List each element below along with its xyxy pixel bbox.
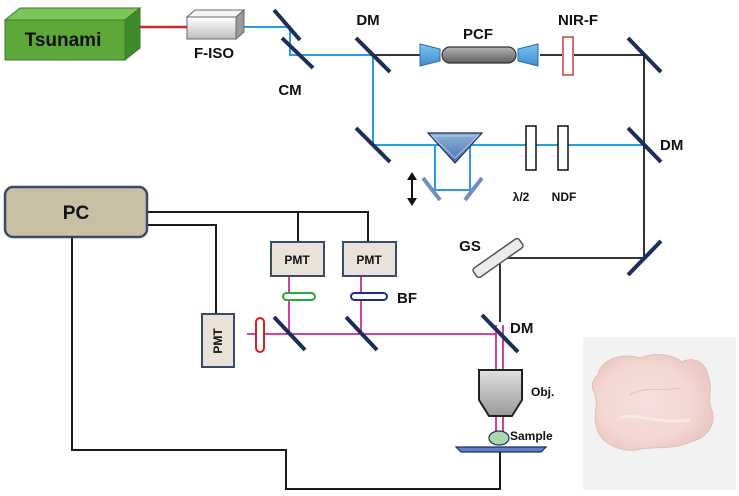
faraday-isolator: F-ISO — [185, 8, 246, 62]
galvo-scanner: GS — [459, 237, 524, 279]
sample-photo — [583, 337, 736, 490]
pcf-coupling-lens-right — [517, 43, 539, 67]
neutral-density-filter: NDF — [552, 125, 577, 204]
mirror-top-right — [626, 36, 663, 74]
nir-filter: NIR-F — [558, 12, 598, 76]
blue-beam-path — [244, 26, 644, 191]
cable-pc-stage — [71, 237, 501, 490]
chirped-mirror-label: CM — [278, 82, 301, 99]
emission-beam-path — [247, 270, 496, 335]
sample-stage: Sample — [454, 429, 553, 453]
dichroic-mirror-detect-2 — [344, 315, 379, 352]
pmt-left: PMT — [201, 313, 235, 368]
computer: PC — [3, 185, 149, 239]
dm-bottom-label: DM — [510, 320, 533, 337]
laser-label: Tsunami — [25, 30, 102, 51]
delay-mirror-left — [421, 176, 442, 202]
ndf-label: NDF — [552, 190, 577, 204]
pmt-right: PMT — [342, 241, 397, 277]
cable-pc-pmt-mid-right — [148, 211, 299, 242]
cable-branch-pmt-right — [298, 211, 369, 242]
pmt-left-label: PMT — [211, 328, 225, 354]
sample-label: Sample — [510, 429, 553, 443]
dichroic-mirror-top: DM — [354, 12, 392, 74]
chirped-mirror — [272, 8, 315, 70]
delay-line-prism — [421, 132, 484, 202]
band-filter: BF — [350, 290, 417, 307]
translation-arrow-icon — [407, 172, 417, 206]
green-filter — [282, 292, 316, 301]
half-wave-label: λ/2 — [513, 190, 530, 204]
band-filter-label: BF — [397, 290, 417, 307]
tsunami-laser: Tsunami — [3, 6, 142, 62]
computer-label: PC — [63, 203, 90, 224]
signal-cables — [71, 211, 501, 490]
dichroic-mirror-bottom: DM — [480, 313, 533, 354]
dm-top-label: DM — [356, 12, 379, 29]
galvo-scanner-label: GS — [459, 238, 481, 255]
sample-icon — [488, 430, 510, 446]
tissue-sample-image — [591, 354, 714, 451]
mirror-bottom-right — [626, 239, 663, 277]
delay-mirror-right — [463, 176, 484, 202]
dichroic-mirror-detect-1 — [272, 315, 307, 352]
pmt-mid-label: PMT — [284, 253, 310, 267]
pcf-label: PCF — [463, 26, 493, 43]
isolator-label: F-ISO — [194, 45, 234, 62]
pmt-right-label: PMT — [356, 253, 382, 267]
half-wave-plate: λ/2 — [513, 125, 537, 204]
dm-right-label: DM — [660, 137, 683, 154]
nir-filter-label: NIR-F — [558, 12, 598, 29]
photonic-crystal-fiber: PCF — [419, 26, 539, 67]
cable-pc-pmt-left — [148, 224, 217, 314]
mirror-left-delay — [354, 126, 392, 164]
nir-beam-path — [373, 54, 645, 322]
pmt-mid: PMT — [270, 241, 325, 277]
pcf-coupling-lens-left — [419, 43, 441, 67]
dichroic-mirror-right: DM — [626, 126, 683, 164]
objective-label: Obj. — [531, 385, 554, 399]
objective-lens: Obj. — [478, 369, 554, 417]
red-filter — [255, 317, 265, 353]
